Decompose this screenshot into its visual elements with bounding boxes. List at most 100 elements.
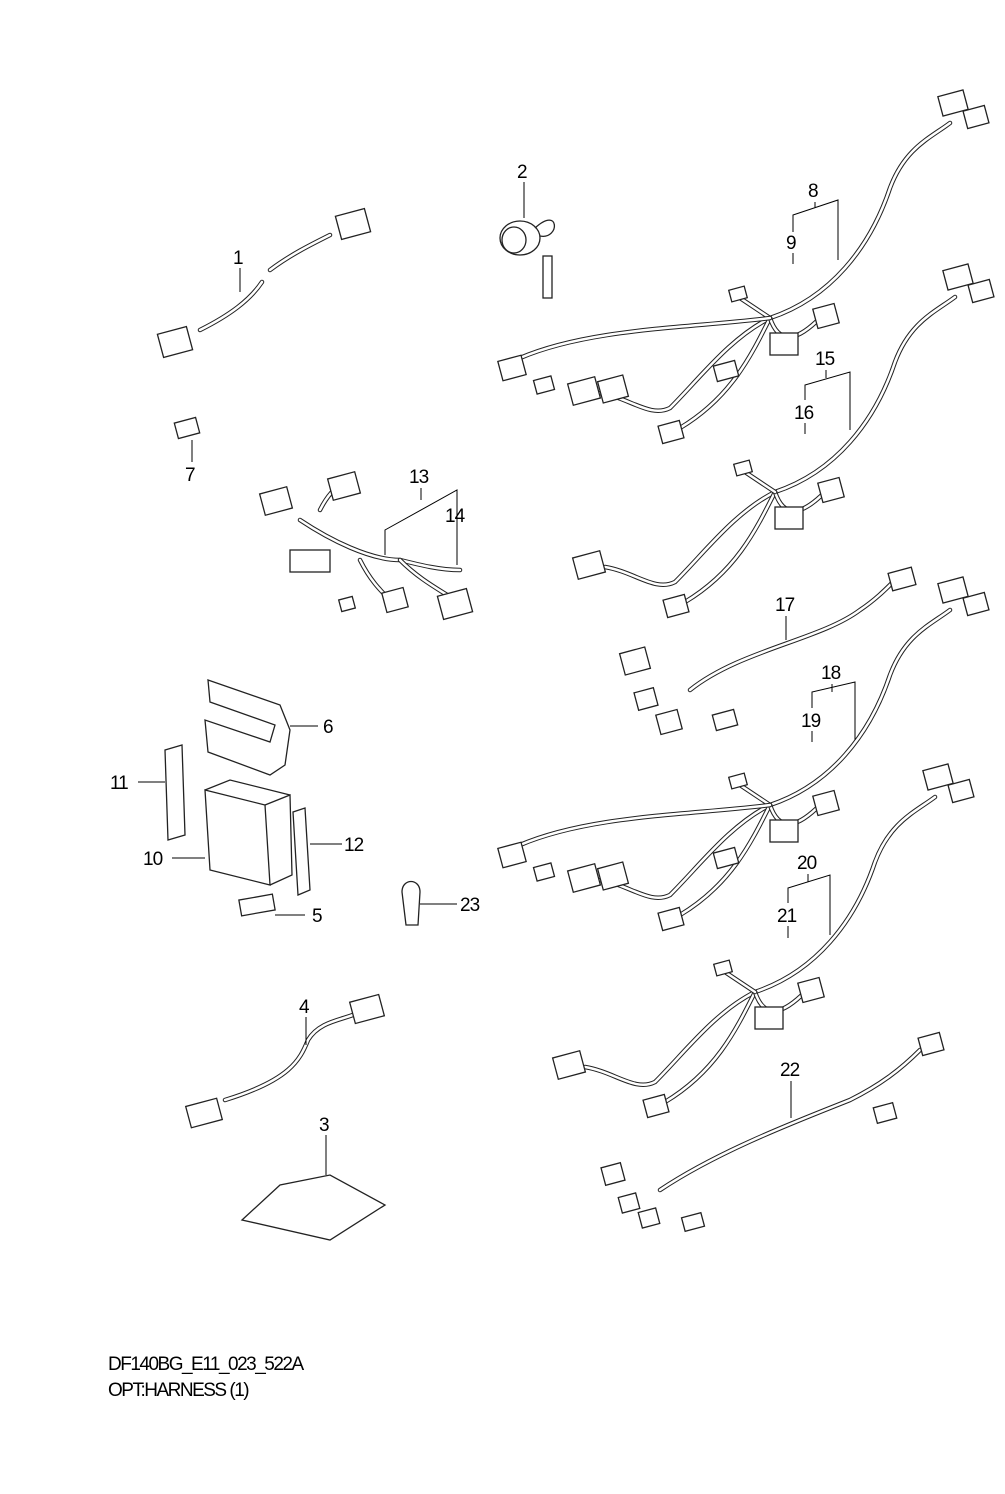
connector — [566, 375, 602, 407]
wire — [298, 518, 462, 572]
wire — [598, 803, 772, 900]
connector — [633, 686, 659, 712]
callout-9: 9 — [786, 233, 796, 254]
connector — [337, 595, 357, 613]
connector — [769, 332, 799, 356]
connector — [618, 646, 652, 676]
connector — [380, 586, 410, 614]
connector — [769, 819, 799, 843]
callout-16: 16 — [794, 403, 814, 424]
callout-7: 7 — [185, 465, 195, 486]
callout-6: 6 — [323, 717, 333, 738]
connector — [657, 906, 685, 932]
wire — [773, 295, 957, 494]
wire — [518, 316, 772, 360]
wire — [598, 316, 772, 413]
callout-12: 12 — [344, 835, 364, 856]
callout-10: 10 — [143, 849, 163, 870]
wire — [768, 121, 952, 320]
wire — [743, 470, 777, 494]
part-2-cap — [499, 219, 556, 299]
wire — [517, 802, 773, 848]
part-5-grommet — [238, 893, 276, 917]
callout-23: 23 — [460, 895, 480, 916]
connector — [617, 1192, 641, 1214]
part-11-bracket — [164, 744, 186, 841]
connector — [289, 549, 331, 573]
part-3-parts-bag — [240, 1174, 387, 1241]
connector — [712, 359, 740, 383]
wire — [723, 970, 757, 994]
connector — [532, 862, 556, 882]
callout-15: 15 — [815, 349, 835, 370]
wire — [518, 803, 772, 847]
wire — [658, 1048, 922, 1192]
connector — [816, 476, 846, 504]
connector — [637, 1207, 661, 1229]
connector — [727, 285, 749, 303]
connector — [571, 549, 607, 581]
connector — [811, 789, 841, 817]
part-6-cover — [204, 679, 291, 776]
callout-2: 2 — [517, 162, 527, 183]
callout-3: 3 — [319, 1115, 329, 1136]
wire — [768, 608, 952, 807]
connector — [942, 263, 974, 291]
wire — [738, 783, 772, 807]
part-12-bracket — [292, 807, 311, 896]
wire — [683, 490, 777, 604]
callout-14: 14 — [445, 506, 466, 527]
connector — [947, 778, 975, 804]
callout-18: 18 — [821, 663, 841, 684]
connector — [774, 506, 804, 530]
connector — [967, 278, 995, 304]
wire — [583, 990, 757, 1087]
callout-17: 17 — [775, 595, 795, 616]
connector — [596, 861, 630, 891]
connector — [258, 485, 294, 517]
wire — [753, 795, 937, 994]
connector — [642, 1093, 670, 1119]
wire — [662, 989, 758, 1105]
connector — [532, 375, 556, 395]
connector — [962, 104, 990, 130]
connector — [662, 593, 690, 619]
connector — [654, 708, 684, 736]
connector — [732, 459, 754, 477]
connector — [600, 1161, 626, 1187]
connector — [712, 846, 740, 870]
connector — [727, 772, 749, 790]
connector — [917, 1031, 945, 1057]
wire — [663, 990, 757, 1104]
callout-1: 1 — [233, 248, 243, 269]
callout-5: 5 — [312, 906, 322, 927]
callout-21: 21 — [777, 906, 797, 927]
connector — [551, 1049, 587, 1081]
connector — [922, 763, 954, 791]
diagram-title: OPT:HARNESS (1) — [108, 1380, 250, 1401]
wire — [688, 578, 897, 692]
wire — [517, 315, 773, 361]
connector — [596, 374, 630, 404]
callout-4: 4 — [299, 997, 310, 1018]
part-23-boot — [401, 880, 421, 926]
connector — [680, 1211, 706, 1233]
connector — [436, 587, 474, 621]
connector — [566, 862, 602, 894]
callout-11: 11 — [110, 773, 128, 794]
diagram-code: DF140BG_E11_023_522A — [108, 1354, 304, 1375]
part-4-cable — [184, 993, 386, 1129]
connector — [657, 419, 685, 445]
wire — [767, 120, 953, 321]
callout-19: 19 — [801, 711, 821, 732]
callout-13: 13 — [409, 467, 429, 488]
connector — [497, 354, 527, 382]
wire — [772, 294, 958, 495]
callout-8: 8 — [808, 181, 818, 202]
wire — [682, 489, 778, 605]
connector — [796, 976, 826, 1004]
callout-22: 22 — [780, 1060, 800, 1081]
part-10-ecu — [204, 779, 293, 886]
